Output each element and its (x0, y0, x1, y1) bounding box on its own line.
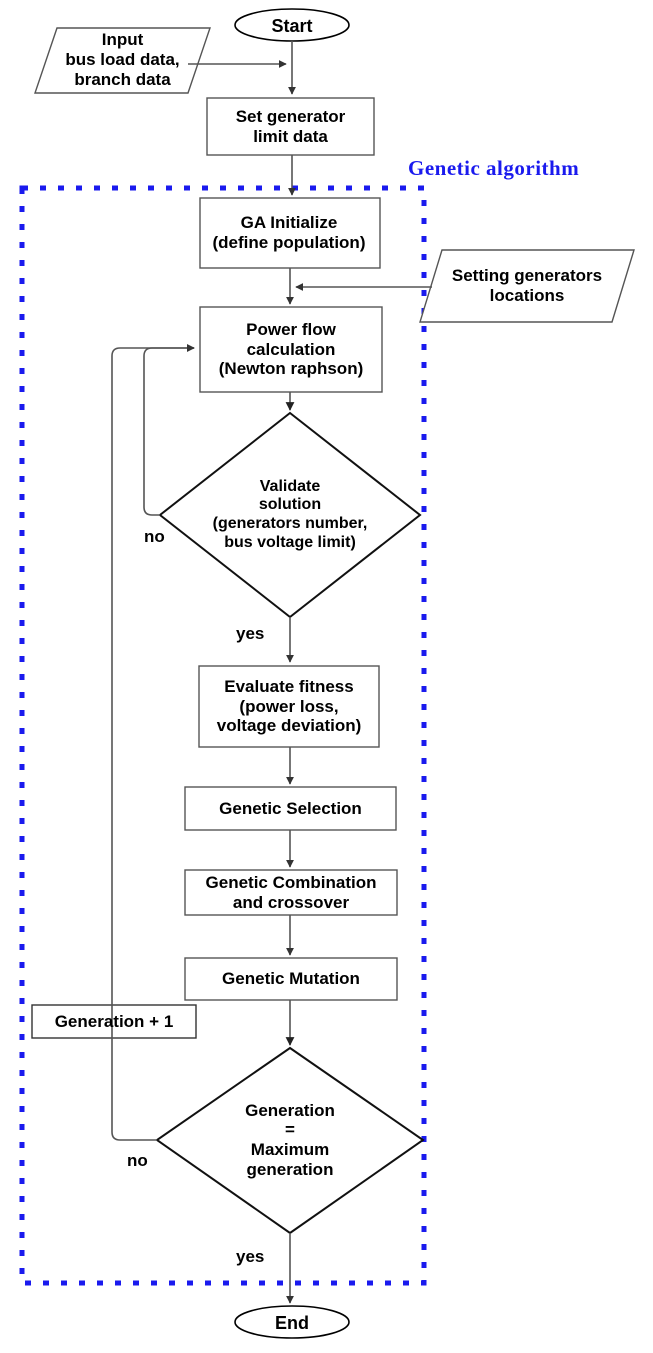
generation-check-shape[interactable] (155, 1046, 425, 1235)
set-generator-limits-shape[interactable] (206, 97, 375, 156)
setting-generators-shape[interactable] (419, 249, 635, 323)
edge-label-validate-yes: yes (236, 624, 265, 643)
genetic-mutation-shape[interactable] (184, 957, 398, 1001)
genetic-algorithm-group-label: Genetic algorithm (408, 156, 580, 180)
edge-validate-no-loopback (143, 344, 195, 516)
ga-initialize-shape[interactable] (199, 197, 381, 269)
start-node-shape[interactable] (234, 8, 350, 42)
input-node-shape[interactable] (34, 27, 211, 94)
validate-solution-shape[interactable] (158, 411, 422, 619)
edge-label-generation-no: no (127, 1151, 148, 1170)
genetic-algorithm-group-box (19, 185, 427, 1286)
edge-label-validate-no: no (144, 527, 165, 546)
genetic-combination-shape[interactable] (184, 869, 398, 916)
edge-label-generation-yes: yes (236, 1247, 265, 1266)
end-node-shape[interactable] (234, 1305, 350, 1339)
power-flow-shape[interactable] (199, 306, 383, 393)
edge-generation-no-loopback (111, 344, 195, 1141)
genetic-selection-shape[interactable] (184, 786, 397, 831)
evaluate-fitness-shape[interactable] (198, 665, 380, 748)
generation-increment-shape[interactable] (31, 1004, 197, 1039)
